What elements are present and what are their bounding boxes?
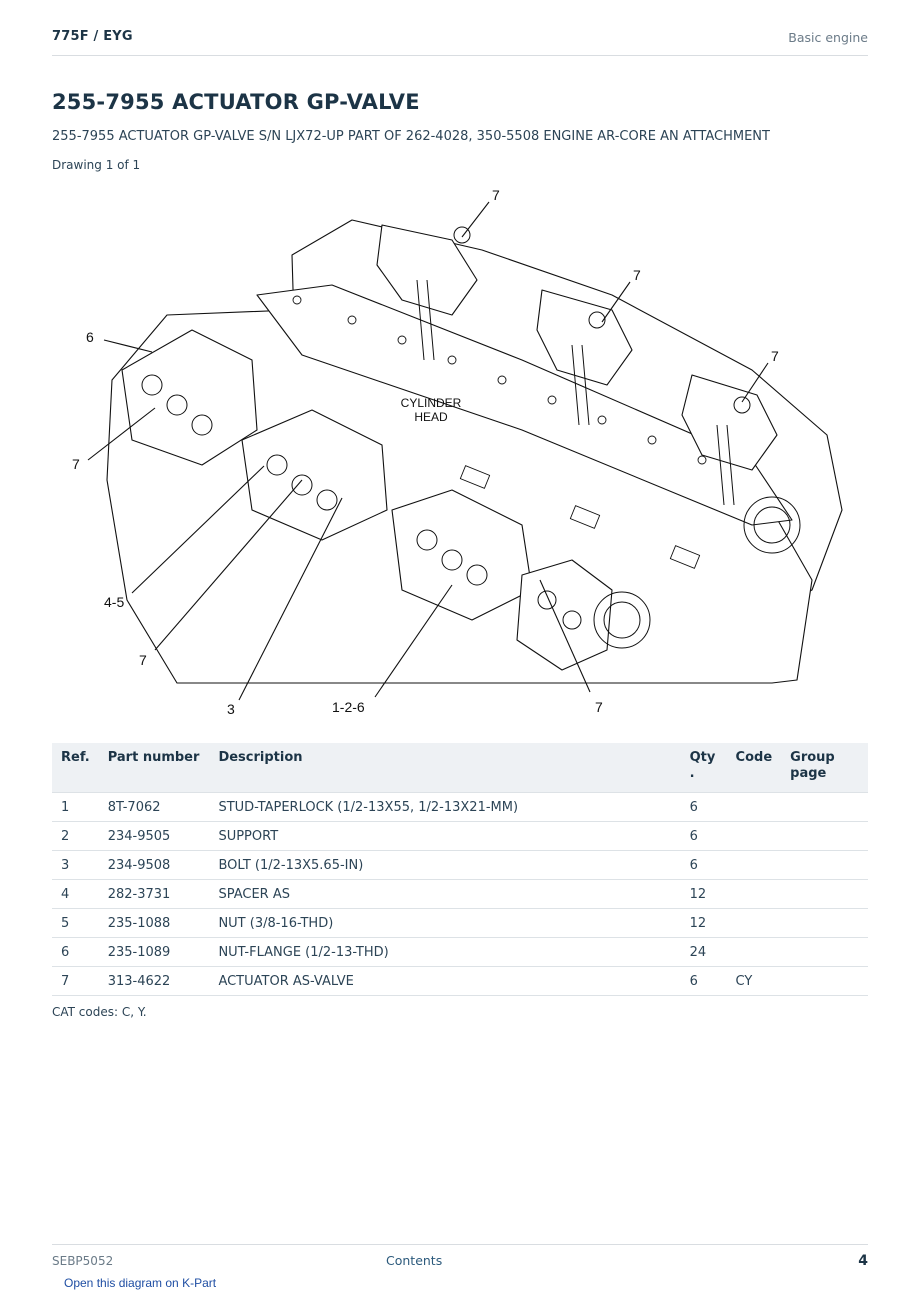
col-part-number: Part number: [98, 743, 210, 793]
callout-3: 3: [227, 701, 235, 717]
cell-part-number: 235-1089: [98, 937, 210, 967]
cat-codes-note: CAT codes: C, Y.: [52, 1005, 147, 1019]
cell-group-page: [781, 792, 868, 822]
table-row: 7 313-4622 ACTUATOR AS-VALVE 6 CY: [52, 966, 868, 996]
cell-part-number: 313-4622: [98, 966, 210, 996]
contents-link[interactable]: Contents: [386, 1253, 443, 1268]
cell-code: [726, 937, 782, 967]
cell-code: [726, 879, 782, 909]
cell-ref: 5: [52, 908, 99, 938]
cell-description: ACTUATOR AS-VALVE: [209, 966, 681, 996]
table-row: 6 235-1089 NUT-FLANGE (1/2-13-THD) 24: [52, 937, 868, 967]
table-row: 2 234-9505 SUPPORT 6: [52, 821, 868, 851]
cylinder-head-label-1: CYLINDER: [401, 396, 462, 410]
col-code: Code: [726, 743, 782, 793]
section-name: Basic engine: [788, 30, 868, 45]
cell-ref: 6: [52, 937, 99, 967]
callout-left-6: 6: [86, 329, 94, 345]
col-qty: Qty .: [680, 743, 727, 793]
page-footer: SEBP5052 Contents 4: [52, 1244, 868, 1275]
head-bolt-row: [292, 295, 707, 465]
cell-code: CY: [726, 966, 782, 996]
cell-qty: 6: [680, 966, 727, 996]
col-group-page: Group page: [781, 743, 868, 793]
engine-illustration: [106, 219, 843, 684]
cell-ref: 1: [52, 792, 99, 822]
table-row: 3 234-9508 BOLT (1/2-13X5.65-IN) 6: [52, 850, 868, 880]
cell-group-page: [781, 850, 868, 880]
callout-4-5: 4-5: [104, 594, 124, 610]
cell-description: STUD-TAPERLOCK (1/2-13X55, 1/2-13X21-MM): [209, 792, 681, 822]
table-row: 1 8T-7062 STUD-TAPERLOCK (1/2-13X55, 1/2…: [52, 792, 868, 822]
callout-labels: 7 7 7 6 7 4-5 7 3 1-2-6 7 CYLINDER HEAD: [72, 187, 779, 717]
callout-1-2-6: 1-2-6: [332, 699, 365, 715]
cell-description: SUPPORT: [209, 821, 681, 851]
cell-part-number: 235-1088: [98, 908, 210, 938]
cell-qty: 6: [680, 792, 727, 822]
callout-left-7: 7: [72, 456, 80, 472]
callout-top-1: 7: [492, 187, 500, 203]
cell-part-number: 282-3731: [98, 879, 210, 909]
cell-ref: 4: [52, 879, 99, 909]
breadcrumb: 775F / EYG: [52, 29, 133, 44]
callout-bottom-7: 7: [139, 652, 147, 668]
cell-group-page: [781, 821, 868, 851]
injector-tubes: [416, 279, 735, 506]
page-title: 255-7955 ACTUATOR GP-VALVE: [52, 90, 420, 114]
cell-part-number: 8T-7062: [98, 792, 210, 822]
cell-code: [726, 792, 782, 822]
cell-part-number: 234-9505: [98, 821, 210, 851]
callout-top-2: 7: [633, 267, 641, 283]
cell-code: [726, 821, 782, 851]
page-subtitle: 255-7955 ACTUATOR GP-VALVE S/N LJX72-UP …: [52, 129, 770, 144]
drawing-label: Drawing 1 of 1: [52, 158, 141, 172]
cell-qty: 12: [680, 879, 727, 909]
open-kpart-link[interactable]: Open this diagram on K-Part: [64, 1276, 217, 1290]
callout-right-7: 7: [595, 699, 603, 715]
rear-rocker-3: [681, 374, 778, 471]
col-ref: Ref.: [52, 743, 99, 793]
col-description: Description: [209, 743, 681, 793]
cell-ref: 3: [52, 850, 99, 880]
cell-qty: 24: [680, 937, 727, 967]
cylinder-head-label-2: HEAD: [414, 410, 448, 424]
callout-top-3: 7: [771, 348, 779, 364]
table-row: 4 282-3731 SPACER AS 12: [52, 879, 868, 909]
document-id: SEBP5052: [52, 1254, 114, 1268]
cell-description: BOLT (1/2-13X5.65-IN): [209, 850, 681, 880]
page-number: 4: [858, 1253, 868, 1269]
cell-description: NUT (3/8-16-THD): [209, 908, 681, 938]
callout-leaders: [87, 201, 769, 701]
cell-code: [726, 908, 782, 938]
engine-diagram: 7 7 7 6 7 4-5 7 3 1-2-6 7 CYLINDER HEAD: [72, 187, 843, 717]
rear-rocker-1: [376, 224, 478, 316]
cell-ref: 7: [52, 966, 99, 996]
cell-qty: 6: [680, 821, 727, 851]
table-header-row: Ref. Part number Description Qty . Code …: [52, 743, 868, 793]
front-rocker-1: [121, 329, 258, 466]
head-deck: [256, 284, 793, 526]
cell-description: NUT-FLANGE (1/2-13-THD): [209, 937, 681, 967]
valve-springs: [141, 226, 801, 649]
cell-description: SPACER AS: [209, 879, 681, 909]
exhaust-ports: [459, 465, 701, 569]
cell-group-page: [781, 879, 868, 909]
table-row: 5 235-1088 NUT (3/8-16-THD) 12: [52, 908, 868, 938]
cell-code: [726, 850, 782, 880]
cell-qty: 6: [680, 850, 727, 880]
cell-group-page: [781, 937, 868, 967]
cell-ref: 2: [52, 821, 99, 851]
cell-group-page: [781, 966, 868, 996]
cell-group-page: [781, 908, 868, 938]
cell-qty: 12: [680, 908, 727, 938]
parts-table: Ref. Part number Description Qty . Code …: [52, 743, 868, 996]
cell-part-number: 234-9508: [98, 850, 210, 880]
page-header: 775F / EYG Basic engine: [52, 28, 868, 56]
